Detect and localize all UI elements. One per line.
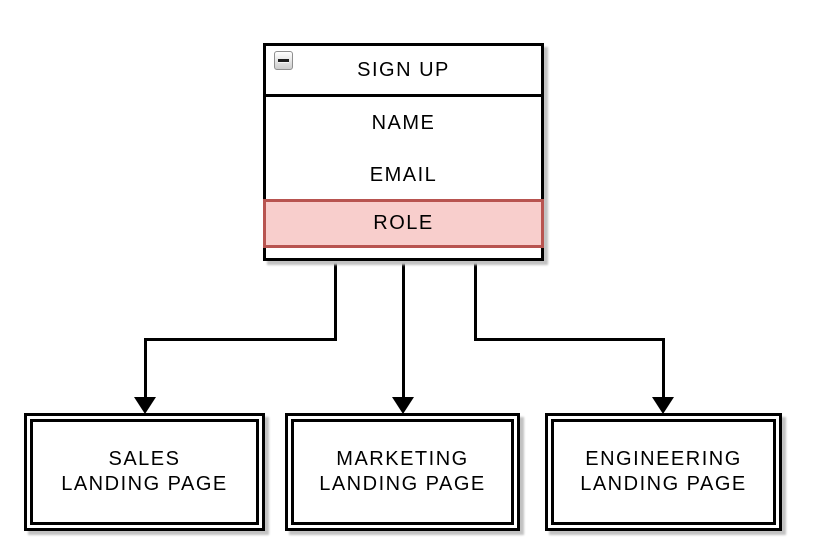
marketing-landing-page-node[interactable]: MARKETING LANDING PAGE bbox=[285, 413, 520, 531]
signup-entity-node[interactable]: SIGN UP NAME EMAIL ROLE bbox=[263, 43, 544, 261]
entity-title: SIGN UP bbox=[357, 58, 450, 81]
collapse-button[interactable] bbox=[274, 51, 293, 70]
minus-icon bbox=[278, 59, 289, 62]
engineering-landing-page-node[interactable]: ENGINEERING LANDING PAGE bbox=[545, 413, 782, 531]
connector-segment bbox=[662, 338, 665, 398]
connector-segment bbox=[144, 338, 147, 398]
node-label: SALES LANDING PAGE bbox=[61, 448, 228, 495]
field-row-email[interactable]: EMAIL bbox=[266, 149, 541, 202]
connector-segment bbox=[334, 261, 337, 341]
arrowhead-down-icon bbox=[134, 397, 156, 414]
double-border-frame: SALES LANDING PAGE bbox=[30, 419, 259, 525]
arrowhead-down-icon bbox=[652, 397, 674, 414]
connector-segment bbox=[144, 338, 337, 341]
field-row-role-highlighted[interactable]: ROLE bbox=[263, 199, 544, 248]
field-row-name[interactable]: NAME bbox=[266, 97, 541, 149]
connector-segment bbox=[474, 338, 665, 341]
connector-segment bbox=[402, 261, 405, 398]
node-label: MARKETING LANDING PAGE bbox=[319, 448, 486, 495]
node-label: ENGINEERING LANDING PAGE bbox=[580, 448, 747, 495]
double-border-frame: MARKETING LANDING PAGE bbox=[291, 419, 514, 525]
field-label: ROLE bbox=[373, 212, 434, 234]
field-label: NAME bbox=[371, 111, 436, 134]
field-label: EMAIL bbox=[369, 164, 438, 186]
double-border-frame: ENGINEERING LANDING PAGE bbox=[551, 419, 776, 525]
sales-landing-page-node[interactable]: SALES LANDING PAGE bbox=[24, 413, 265, 531]
arrowhead-down-icon bbox=[392, 397, 414, 414]
entity-header: SIGN UP bbox=[266, 46, 541, 97]
connector-segment bbox=[474, 261, 477, 341]
